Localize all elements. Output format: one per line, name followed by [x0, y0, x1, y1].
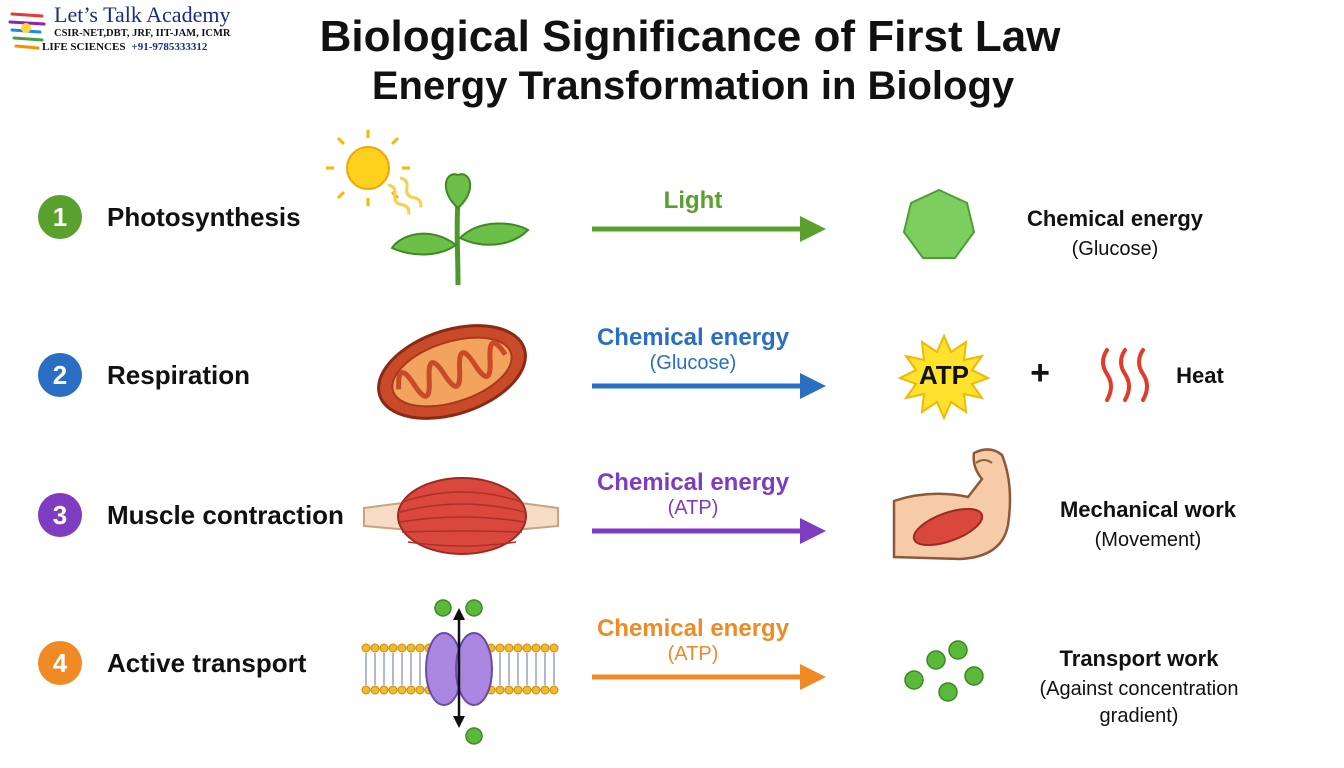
membrane-pump-icon — [361, 599, 559, 745]
output-4: Transport work (Against concentration gr… — [1014, 646, 1264, 728]
arrow-label-3-sub: (ATP) — [667, 497, 719, 519]
arrow-label-2-sub: (Glucose) — [649, 352, 737, 374]
atp-label: ATP — [918, 360, 970, 390]
arrow-label-3: Chemical energy (ATP) — [563, 469, 823, 520]
logo-exams: CSIR-NET,DBT, JRF, IIT-JAM, ICMR — [54, 28, 231, 39]
process-respiration: Respiration — [107, 360, 251, 390]
step-number-1: 1 — [38, 195, 82, 239]
output-4-sub2: gradient) — [1099, 705, 1179, 727]
output-4-sub: (Against concentration — [1039, 678, 1239, 700]
arrow-label-4-text: Chemical energy — [596, 615, 790, 642]
arrow-label-1: Light — [563, 187, 823, 215]
step-number-2: 2 — [38, 353, 82, 397]
arrow-label-2-text: Chemical energy — [596, 324, 790, 351]
logo-name: Let’s Talk Academy — [54, 2, 231, 27]
output-3-sub: (Movement) — [1094, 529, 1202, 551]
arrow-2 — [592, 373, 826, 399]
logo-tagline: LIFE SCIENCES +91-9785333312 — [42, 41, 207, 53]
arrow-4 — [592, 664, 826, 690]
output-4-main: Transport work — [1059, 646, 1219, 671]
arrow-label-1-text: Light — [663, 187, 723, 214]
output-1-main: Chemical energy — [1026, 206, 1204, 231]
output-3-main: Mechanical work — [1059, 497, 1237, 522]
plus-sign: + — [1030, 354, 1050, 392]
molecules-icon — [904, 640, 984, 702]
page-subtitle: Energy Transformation in Biology — [371, 64, 1015, 108]
arrow-label-4: Chemical energy (ATP) — [563, 615, 823, 666]
step-number-4: 4 — [38, 641, 82, 685]
glucose-heptagon-icon — [902, 188, 976, 259]
output-1: Chemical energy (Glucose) — [1010, 206, 1220, 261]
arrow-label-3-text: Chemical energy — [596, 469, 790, 496]
page-title: Biological Significance of First Law — [319, 12, 1061, 61]
step-number-3: 3 — [38, 493, 82, 537]
arrow-3 — [592, 518, 826, 544]
academy-logo: Let’s Talk Academy CSIR-NET,DBT, JRF, II… — [6, 2, 268, 58]
output-3: Mechanical work (Movement) — [1040, 497, 1256, 552]
flexed-arm-icon — [892, 448, 1012, 561]
logo-phone: +91-9785333312 — [131, 41, 208, 53]
arrow-label-2: Chemical energy (Glucose) — [563, 324, 823, 375]
process-muscle-contraction: Muscle contraction — [107, 500, 344, 530]
logo-subject: LIFE SCIENCES — [42, 41, 126, 53]
mitochondrion-icon — [377, 324, 527, 420]
dna-icon — [8, 12, 46, 50]
output-2-main: Heat — [1176, 363, 1224, 388]
process-photosynthesis: Photosynthesis — [107, 202, 301, 232]
arrow-label-4-sub: (ATP) — [667, 643, 719, 665]
heat-waves-icon — [1101, 348, 1149, 402]
sun-and-plant-icon — [326, 130, 530, 286]
output-2: Heat — [1166, 363, 1234, 389]
muscle-icon — [363, 477, 559, 555]
atp-burst-icon — [897, 333, 991, 421]
output-1-sub: (Glucose) — [1071, 238, 1159, 260]
arrow-1 — [592, 216, 826, 242]
process-active-transport: Active transport — [107, 648, 307, 678]
